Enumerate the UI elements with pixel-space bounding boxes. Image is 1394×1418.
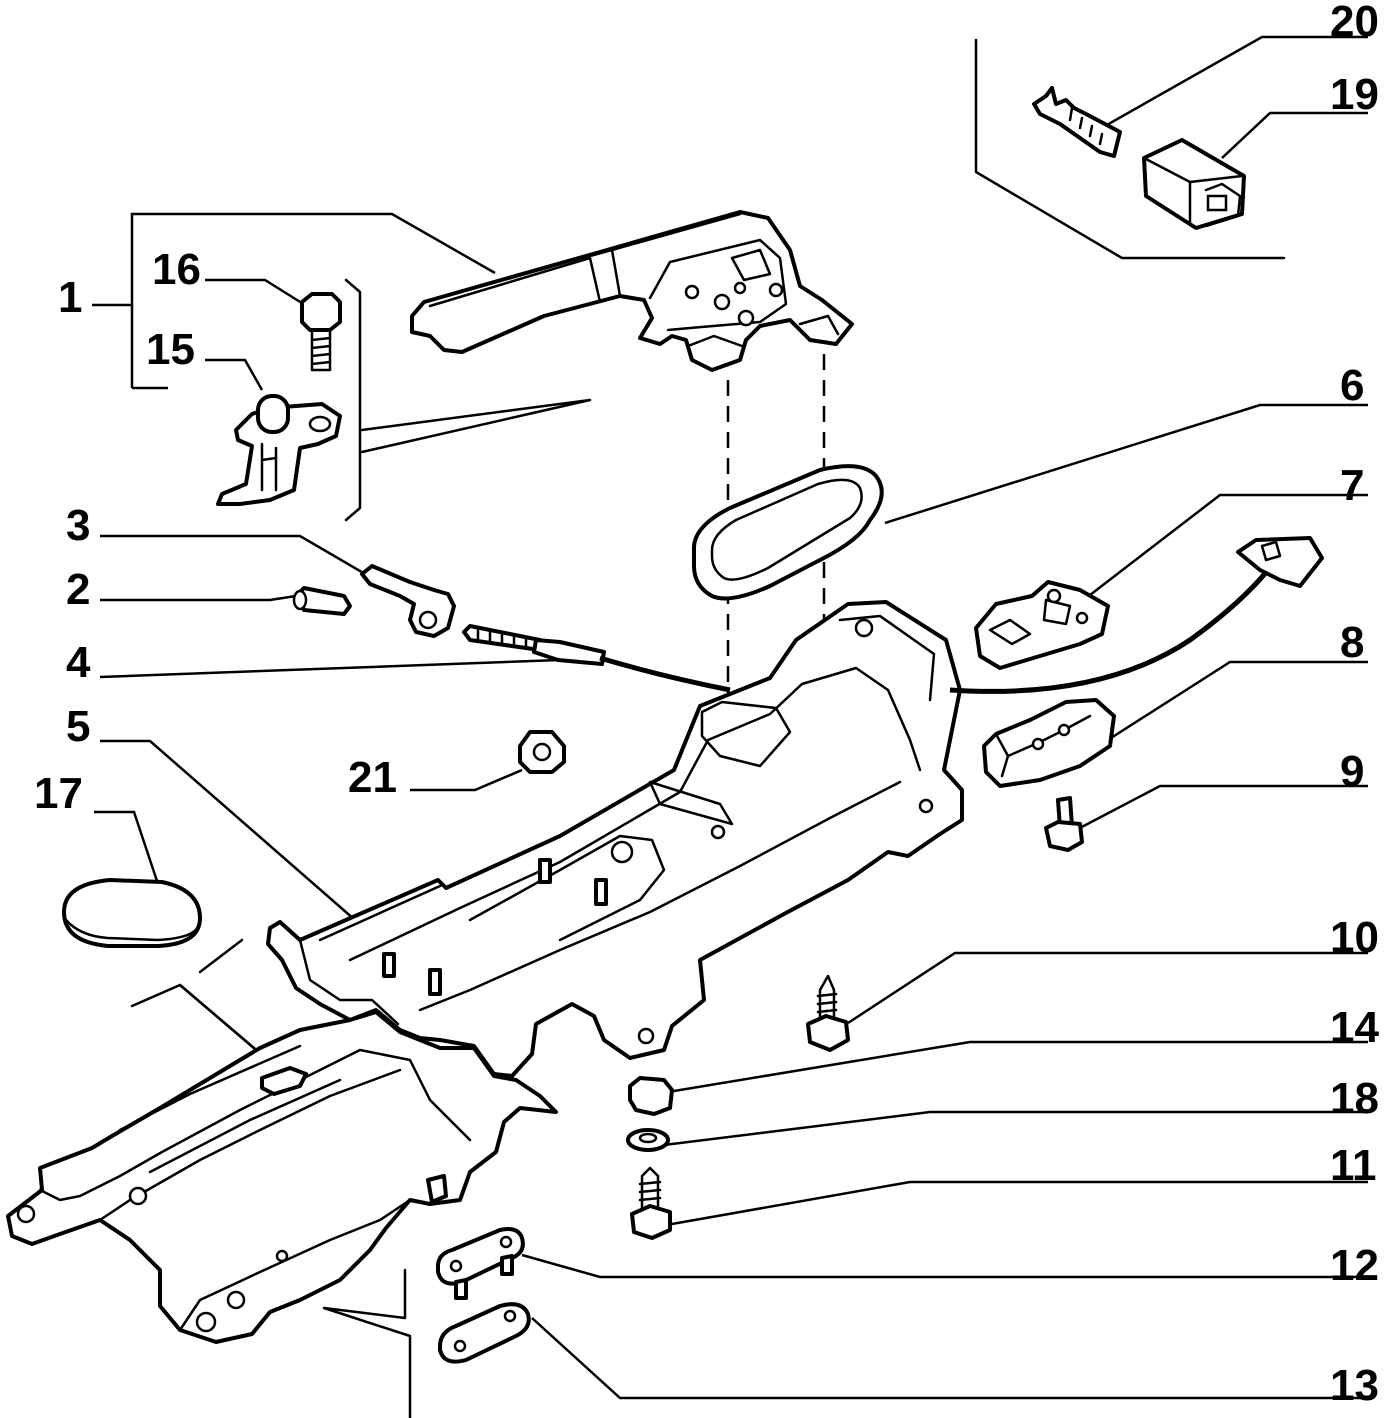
callout-10: 10 [1330, 913, 1379, 962]
part-20-clip [1032, 86, 1122, 158]
bracket-15-16 [344, 278, 362, 522]
callout-3: 3 [66, 501, 90, 550]
group-brackets [130, 38, 1286, 1418]
leader-13 [531, 1317, 1368, 1400]
bracket-17-tick [178, 983, 270, 1062]
leader-6 [884, 403, 1368, 525]
part-12-stud-plate [436, 1227, 525, 1300]
leader-1 [92, 212, 496, 307]
callout-19: 19 [1330, 70, 1379, 119]
bracket-15-16-pointer [360, 398, 592, 454]
callout-6: 6 [1340, 361, 1364, 410]
handbrake-lever [410, 210, 854, 372]
part-19-connector [1142, 138, 1246, 230]
callout-16: 16 [152, 245, 201, 294]
leader-8 [1099, 660, 1368, 747]
callout-labels: 1 2 3 4 5 6 7 8 9 10 11 12 13 14 15 16 1… [34, 0, 1379, 1410]
callout-9: 9 [1340, 747, 1364, 796]
callout-21: 21 [348, 753, 397, 802]
part-3-spring-clip [360, 564, 456, 638]
bracket-19-20 [974, 38, 1286, 260]
callout-20: 20 [1330, 0, 1379, 46]
handbrake-switch-harness [949, 536, 1324, 694]
leader-3 [100, 534, 373, 580]
leader-19 [1221, 111, 1368, 159]
part-15-pivot-bracket [216, 394, 342, 506]
callout-5: 5 [66, 702, 90, 751]
leader-10 [847, 951, 1368, 1025]
callout-4: 4 [66, 638, 91, 687]
part-2-pin [292, 586, 352, 616]
bracket-17-pointer-b [198, 938, 244, 974]
leader-14 [667, 1040, 1368, 1094]
bracket-12-13 [322, 1268, 412, 1418]
leader-7 [1089, 493, 1368, 596]
leader-2 [100, 594, 297, 602]
leader-15 [205, 358, 264, 391]
callout-15: 15 [146, 325, 195, 374]
leader-lines [92, 35, 1368, 1400]
leader-16 [205, 278, 306, 307]
leader-17 [94, 810, 162, 891]
leader-18 [663, 1110, 1368, 1147]
callout-13: 13 [1330, 1361, 1379, 1410]
part-10-bolt [806, 974, 850, 1052]
part-21-nut [518, 730, 566, 774]
part-6-rubber-boot [692, 464, 884, 601]
part-11-bolt [630, 1166, 672, 1240]
leader-4 [99, 658, 561, 679]
callout-17: 17 [34, 769, 83, 818]
bracket-17-pointer [130, 983, 270, 1062]
leader-11 [671, 1180, 1368, 1226]
part-18-washer [626, 1128, 670, 1152]
part-9-screw [1044, 796, 1084, 852]
callout-2: 2 [66, 565, 90, 614]
callout-8: 8 [1340, 618, 1364, 667]
leader-9 [1075, 784, 1368, 832]
part-4-cable [462, 624, 731, 693]
part-13-plate [438, 1302, 531, 1364]
leader-12 [521, 1253, 1368, 1279]
part-17-oval-plug [62, 878, 202, 948]
part-5-main-bracket [266, 600, 964, 1078]
leader-20 [1097, 35, 1368, 132]
leader-21 [410, 768, 523, 792]
part-7-cable-bracket [974, 580, 1110, 670]
part-16-bolt [300, 292, 342, 372]
callout-14: 14 [1330, 1003, 1379, 1052]
callout-12: 12 [1330, 1241, 1379, 1290]
callout-18: 18 [1330, 1074, 1379, 1123]
floor-bracket [6, 1010, 558, 1344]
leader-5 [100, 739, 356, 921]
callout-7: 7 [1340, 461, 1364, 510]
part-14-nut [628, 1076, 674, 1116]
callout-1: 1 [58, 273, 82, 322]
part-8-switch-bracket [982, 698, 1116, 788]
